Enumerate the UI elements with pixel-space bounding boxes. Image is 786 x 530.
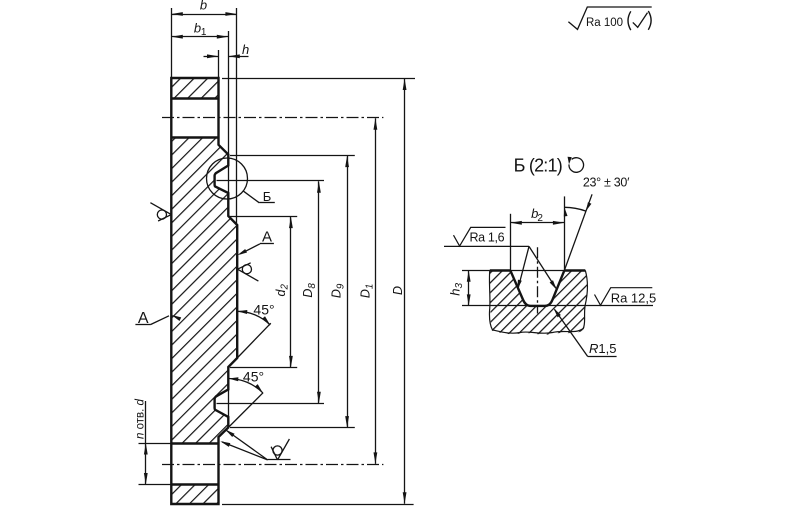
svg-text:h: h <box>242 42 249 57</box>
svg-text:45°: 45° <box>243 369 264 385</box>
svg-text:b: b <box>200 0 207 13</box>
svg-text:D: D <box>391 286 405 295</box>
svg-text:b: b <box>194 20 201 35</box>
svg-text:Ra 1,6: Ra 1,6 <box>470 231 505 245</box>
svg-text:45°: 45° <box>253 302 274 318</box>
svg-text:Ra 12,5: Ra 12,5 <box>611 290 657 305</box>
svg-text:23° ± 30′: 23° ± 30′ <box>583 176 630 190</box>
svg-text:А: А <box>138 310 149 327</box>
svg-text:А: А <box>262 229 272 246</box>
svg-text:b: b <box>531 206 538 221</box>
svg-text:1: 1 <box>201 27 207 38</box>
svg-text:n отв. d: n отв. d <box>134 398 146 439</box>
svg-text:Ra 100: Ra 100 <box>586 17 623 29</box>
svg-text:2: 2 <box>537 213 543 224</box>
svg-text:R1,5: R1,5 <box>589 341 616 356</box>
svg-text:Б: Б <box>263 189 272 204</box>
svg-text:Б (2:1): Б (2:1) <box>514 156 562 176</box>
